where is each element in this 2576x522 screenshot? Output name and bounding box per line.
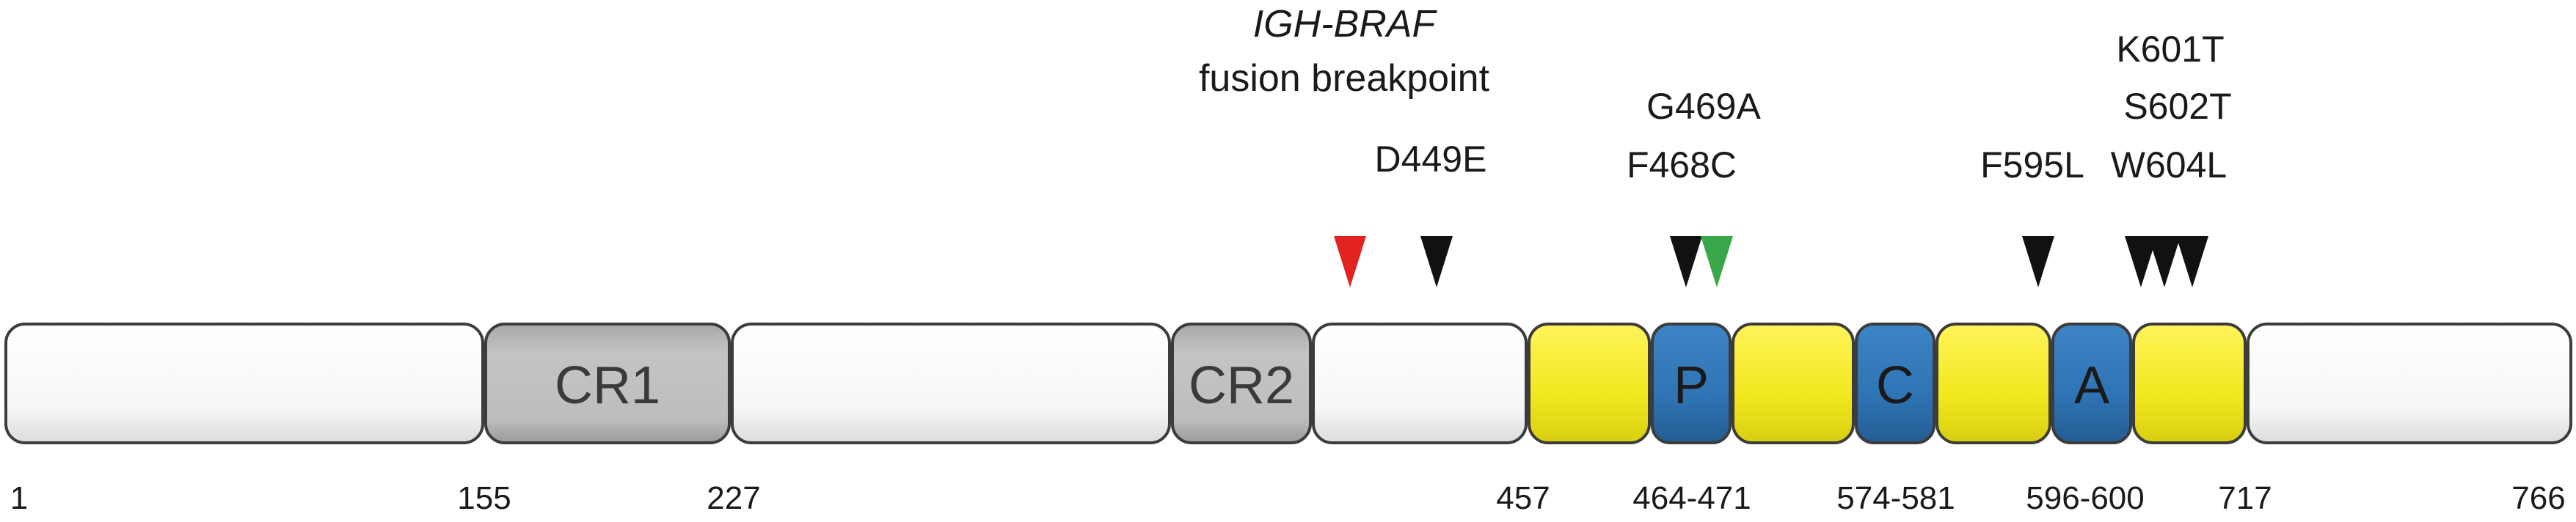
p-loop-label: P xyxy=(1674,356,1709,415)
position-axis: 1 155 227 457 464-471 574-581 596-600 71… xyxy=(10,480,2566,516)
position-label: 457 xyxy=(1496,480,1550,516)
k601t-label: K601T xyxy=(2116,29,2224,70)
position-label: 596-600 xyxy=(2026,480,2144,516)
fusion-gene-pair: IGH-BRAF xyxy=(1253,3,1438,45)
segment-linker-1 xyxy=(731,323,1171,444)
segment-kinase-3 xyxy=(1935,323,2051,444)
k601t-marker xyxy=(2125,236,2157,287)
f468c-label: F468C xyxy=(1627,144,1737,185)
segment-kinase-1 xyxy=(1528,323,1651,444)
segment-p-loop xyxy=(1651,323,1732,444)
segment-cr2 xyxy=(1171,323,1312,444)
cr1-label: CR1 xyxy=(555,356,660,415)
position-label: 717 xyxy=(2218,480,2272,516)
g469a-label: G469A xyxy=(1646,86,1761,127)
segment-n-terminal xyxy=(4,323,484,444)
segment-cr1 xyxy=(484,323,731,444)
g469a-marker xyxy=(1701,236,1733,287)
d449e-marker xyxy=(1420,236,1453,287)
w604l-marker xyxy=(2176,236,2208,287)
segment-catalytic-loop xyxy=(1855,323,1935,444)
s602t-label: S602T xyxy=(2123,86,2231,127)
c-loop-label: C xyxy=(1876,356,1914,415)
position-label: 464-471 xyxy=(1632,480,1751,516)
fusion-breakpoint-label: fusion breakpoint xyxy=(1199,57,1490,100)
cr2-label: CR2 xyxy=(1189,356,1294,415)
f468c-marker xyxy=(1670,236,1702,287)
segment-kinase-2 xyxy=(1732,323,1855,444)
position-label: 227 xyxy=(707,480,760,516)
fusion-breakpoint-marker xyxy=(1334,236,1366,287)
segment-kinase-4 xyxy=(2132,323,2247,444)
position-label: 766 xyxy=(2511,480,2565,516)
s602t-marker xyxy=(2148,236,2181,287)
markers xyxy=(1334,236,2208,287)
position-label: 155 xyxy=(457,480,511,516)
position-label: 1 xyxy=(10,480,28,516)
f595l-marker xyxy=(2022,236,2054,287)
w604l-label: W604L xyxy=(2111,144,2227,185)
segment-c-terminal xyxy=(2247,323,2572,444)
f595l-label: F595L xyxy=(1980,144,2084,185)
protein-bar xyxy=(4,323,2572,444)
segment-linker-2 xyxy=(1312,323,1528,444)
segment-activation-loop xyxy=(2051,323,2132,444)
position-label: 574-581 xyxy=(1836,480,1955,516)
d449e-label: D449E xyxy=(1375,139,1487,180)
a-loop-label: A xyxy=(2074,356,2109,415)
